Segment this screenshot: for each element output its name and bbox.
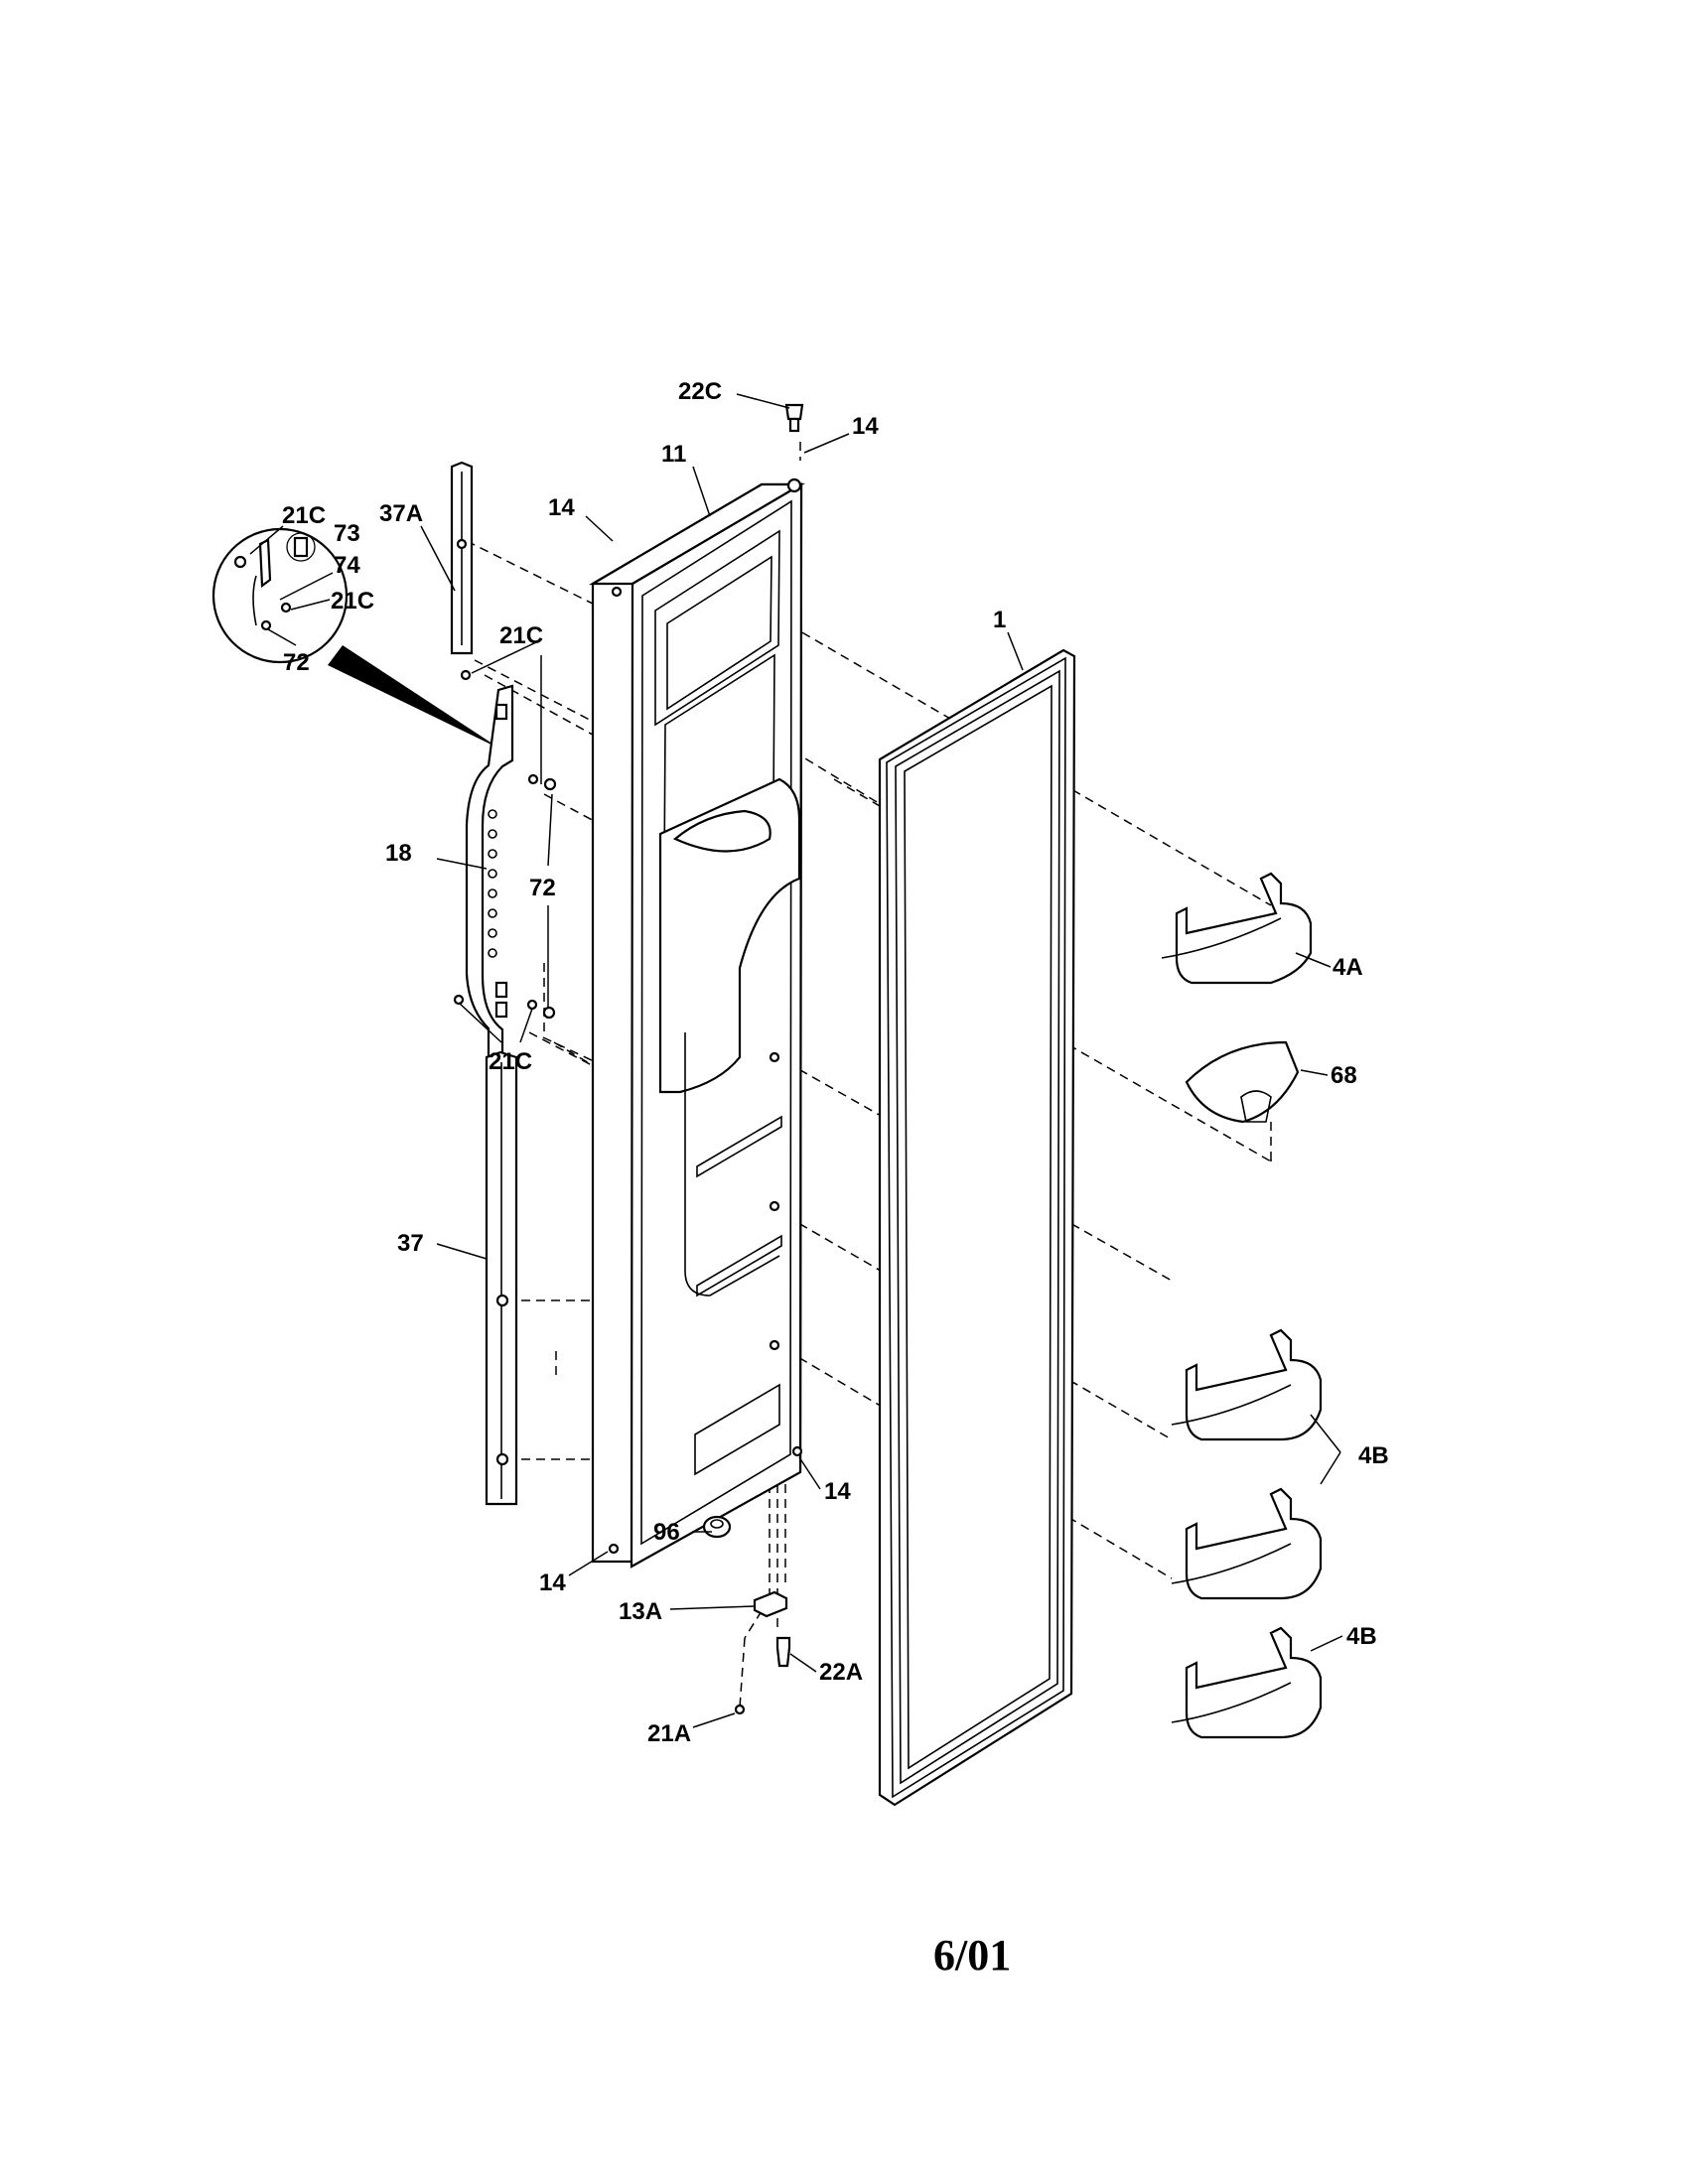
inset-screw-21C bbox=[233, 555, 247, 569]
label-14-bottom-right: 14 bbox=[824, 1478, 851, 1505]
part-4B-bin-lower bbox=[1171, 1626, 1323, 1739]
label-inset-74: 74 bbox=[334, 552, 360, 579]
label-21C-lower: 21C bbox=[489, 1048, 532, 1075]
part-4B-bin-middle bbox=[1171, 1487, 1323, 1600]
label-18: 18 bbox=[385, 840, 412, 867]
label-14-top-left: 14 bbox=[548, 494, 575, 521]
label-inset-73: 73 bbox=[334, 520, 360, 547]
label-37: 37 bbox=[397, 1230, 424, 1257]
label-14-bottom-left: 14 bbox=[539, 1570, 566, 1596]
inset-handle-bracket bbox=[258, 538, 272, 589]
label-1: 1 bbox=[993, 607, 1006, 633]
screw-21C-mid bbox=[527, 773, 539, 785]
label-11: 11 bbox=[661, 441, 686, 468]
inset-part-72 bbox=[260, 619, 272, 631]
inset-part-73 bbox=[293, 536, 309, 558]
inset-screw-21C-b bbox=[280, 602, 292, 614]
part-1-door-gasket bbox=[878, 648, 1076, 1807]
label-inset-21C-b: 21C bbox=[331, 588, 374, 614]
label-4A: 4A bbox=[1333, 954, 1363, 981]
screw-21C-lower-b bbox=[526, 999, 538, 1011]
screws-21C-72 bbox=[453, 655, 557, 1043]
label-22A: 22A bbox=[819, 1659, 863, 1686]
part-37A-trim-strip bbox=[450, 461, 474, 655]
screw-21C-lower-a bbox=[453, 994, 465, 1006]
label-inset-21C-a: 21C bbox=[282, 502, 326, 529]
part-4A-bin bbox=[1161, 872, 1313, 985]
part-68-cup bbox=[1185, 1040, 1300, 1124]
label-4B-a: 4B bbox=[1358, 1442, 1389, 1469]
assembly-dash-lines bbox=[466, 442, 1272, 1708]
plug-72-upper bbox=[543, 777, 557, 791]
part-11-door-liner bbox=[588, 478, 806, 1569]
screw-14-top-left bbox=[611, 586, 623, 598]
screw-14-bottom-right bbox=[791, 1445, 803, 1457]
screw-14-bottom-left bbox=[608, 1543, 620, 1555]
detail-inset bbox=[211, 525, 501, 750]
leader-lines bbox=[420, 393, 1343, 1728]
screw-21C-upper bbox=[460, 669, 472, 681]
label-96: 96 bbox=[653, 1519, 680, 1546]
part-4B-bin-upper bbox=[1171, 1328, 1323, 1441]
label-4B-b: 4B bbox=[1346, 1623, 1377, 1650]
label-22C-top: 22C bbox=[678, 378, 722, 405]
callout-labels: 22C 14 11 14 37A 21C 73 74 21C 72 21C 1 … bbox=[282, 378, 1389, 1747]
label-21C-upper: 21C bbox=[499, 622, 543, 649]
label-37A: 37A bbox=[379, 500, 423, 527]
label-72: 72 bbox=[529, 875, 556, 901]
part-37-trim-strip bbox=[485, 1050, 518, 1506]
label-68: 68 bbox=[1331, 1062, 1357, 1089]
date-code: 6/01 bbox=[933, 1931, 1011, 1979]
screw-14-top-right bbox=[786, 478, 802, 493]
inset-pointer bbox=[328, 645, 501, 750]
label-21A: 21A bbox=[647, 1720, 691, 1747]
label-14-top-right: 14 bbox=[852, 413, 879, 440]
part-22A-pin bbox=[775, 1636, 791, 1668]
part-13A-bracket bbox=[753, 1590, 788, 1618]
plug-72-lower bbox=[542, 1006, 556, 1020]
label-13A: 13A bbox=[619, 1598, 662, 1625]
label-inset-72: 72 bbox=[283, 649, 310, 676]
part-22C-hinge-pin bbox=[784, 403, 804, 433]
screw-21A bbox=[734, 1704, 746, 1715]
